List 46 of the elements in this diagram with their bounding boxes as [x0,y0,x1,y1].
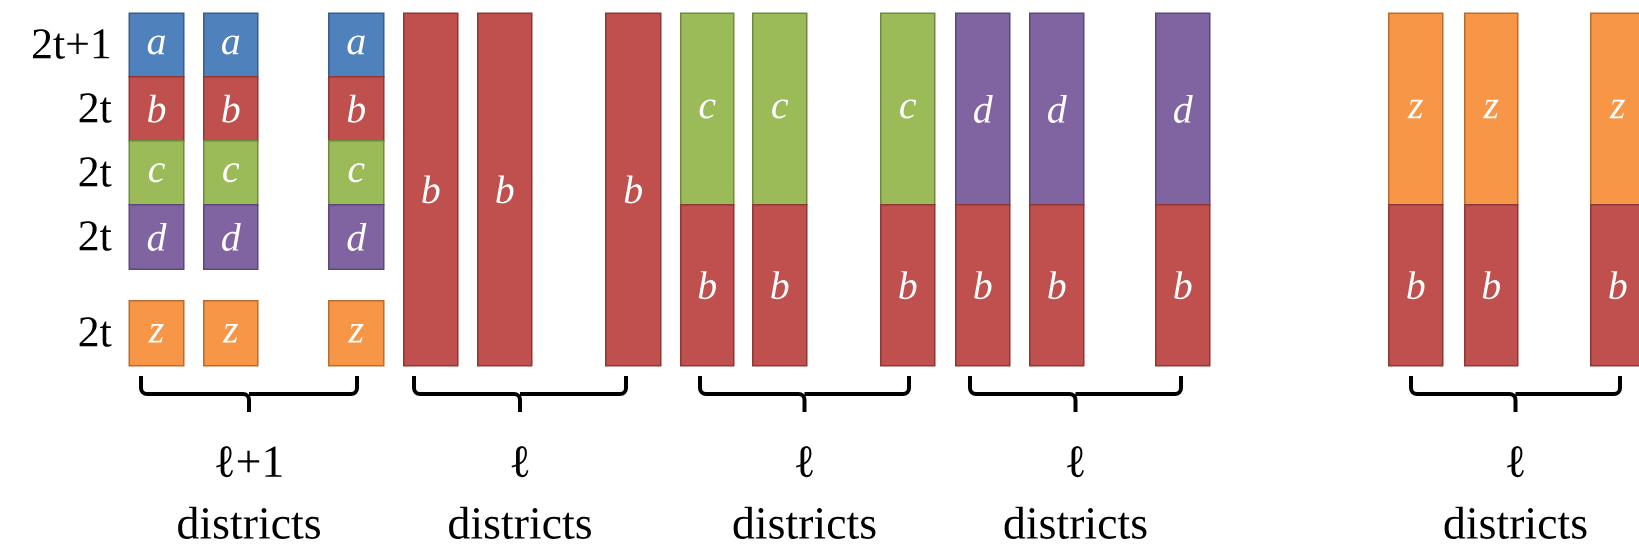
letter-block: b [880,204,936,367]
letter-block: c [880,12,936,206]
group-label: ℓ districts [1444,446,1587,539]
group-label: ℓ districts [733,446,876,539]
letter-block: d [955,12,1011,206]
letter-block: c [128,140,185,206]
letter-block: d [128,204,185,270]
group-label: ℓ+1 districts [178,446,320,539]
letter-block: b [1029,204,1085,367]
letter-block: z [1388,12,1444,206]
letter-block: a [328,12,385,78]
letter-block: b [1388,204,1444,367]
letter-block: a [128,12,185,78]
letter-block: z [328,300,385,367]
letter-block: b [1590,204,1639,367]
letter-block: b [680,204,735,367]
letter-block: b [477,12,533,367]
letter-block: b [203,76,259,142]
letter-block: c [328,140,385,206]
group-label: ℓ districts [449,446,591,539]
letter-block: b [752,204,808,367]
letter-block: b [605,12,662,367]
letter-block: c [203,140,259,206]
letter-block: b [128,76,185,142]
letter-block: c [752,12,808,206]
letter-block: d [203,204,259,270]
row-label: 2t [79,157,112,187]
group-label: ℓ districts [1004,446,1147,539]
letter-block: d [328,204,385,270]
row-label: 2t+1 [33,29,110,59]
letter-block: z [1464,12,1519,206]
row-label: 2t [79,93,112,123]
letter-block: z [203,300,259,367]
letter-block: b [955,204,1011,367]
letter-block: b [403,12,459,367]
row-label: 2t [79,221,112,251]
letter-block: a [203,12,259,78]
letter-block: d [1155,12,1211,206]
row-label: 2t [79,317,112,347]
letter-block: b [1464,204,1519,367]
letter-block: z [1590,12,1639,206]
letter-block: z [128,300,185,367]
letter-block: d [1029,12,1085,206]
letter-block: b [328,76,385,142]
letter-block: b [1155,204,1211,367]
letter-block: c [680,12,735,206]
